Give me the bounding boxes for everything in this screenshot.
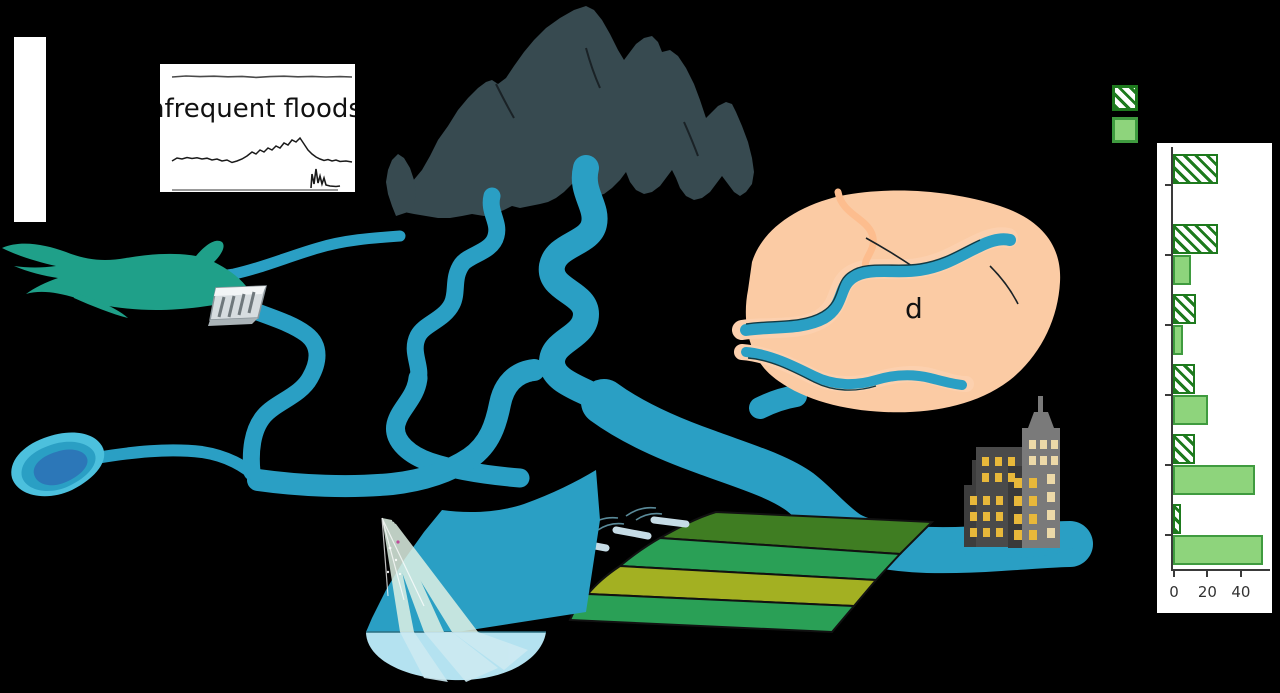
y-tick-c2 [1165, 254, 1172, 256]
bar-hatched-c6 [1173, 503, 1182, 534]
reservoir-and-dam [2, 240, 267, 326]
delta-fan [366, 470, 600, 682]
lower-spiky-trace [310, 168, 341, 189]
bar-hatched-c3 [1173, 293, 1197, 324]
y-tick-c3 [1165, 324, 1172, 326]
bar-chart-panel: 0 20 40 [1157, 143, 1272, 613]
y-tick-c1 [1165, 184, 1172, 186]
bar-solid-c2 [1173, 254, 1192, 285]
agricultural-fields [545, 506, 935, 634]
chart-legend [1112, 85, 1138, 149]
y-tick-c4 [1165, 394, 1172, 396]
hydrograph-inset-panel: nfrequent floods [160, 64, 355, 192]
x-tick-20 [1206, 570, 1209, 577]
hydrograph-traces [171, 75, 353, 191]
x-tick-40 [1239, 570, 1242, 577]
inset-title: nfrequent floods [160, 94, 355, 124]
dam-structure [208, 285, 267, 326]
city-skyline [952, 396, 1074, 558]
bar-solid-c6 [1173, 534, 1264, 565]
hatched-series-swatch [1112, 85, 1138, 111]
building-windows [970, 457, 1037, 540]
solid-series-swatch [1112, 117, 1138, 143]
chart-y-axis [1171, 147, 1173, 571]
y-tick-c6 [1165, 534, 1172, 536]
floodplain-inset [732, 188, 1061, 413]
bar-solid-c3 [1173, 324, 1184, 355]
floodplain-label: d [905, 292, 923, 325]
bar-solid-c4 [1173, 394, 1209, 425]
bar-hatched-c2 [1173, 223, 1219, 254]
x-tick-label-0: 0 [1169, 583, 1179, 601]
mountain-range [386, 6, 754, 218]
bar-solid-c5 [1173, 464, 1255, 495]
bar-hatched-c1 [1173, 153, 1219, 184]
bar-hatched-c5 [1173, 433, 1195, 464]
x-tick-label-20: 20 [1197, 583, 1217, 601]
middle-hydrograph-trace [171, 136, 353, 164]
x-tick-label-40: 40 [1231, 583, 1251, 601]
chart-x-axis [1171, 569, 1270, 571]
x-tick-0 [1173, 570, 1175, 577]
bar-hatched-c4 [1173, 363, 1195, 394]
white-placeholder-block [14, 37, 46, 222]
y-tick-c5 [1165, 464, 1172, 466]
upper-baseline-trace [171, 75, 353, 79]
lake-with-bathymetry [11, 432, 105, 497]
